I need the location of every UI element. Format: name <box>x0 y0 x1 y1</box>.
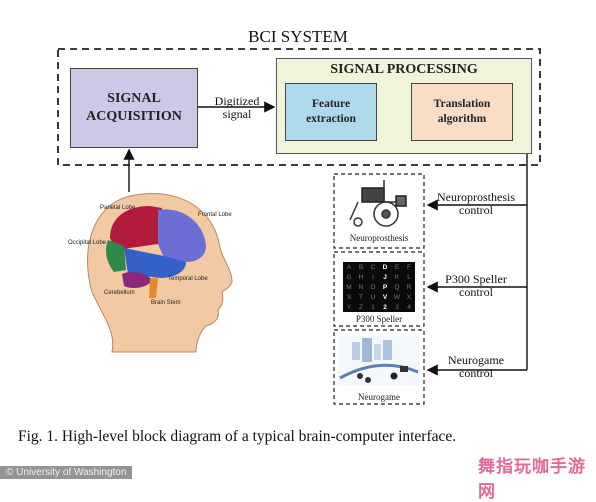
speller-cell: E <box>394 263 400 271</box>
neurogame-control-label: Neurogame control <box>424 353 528 381</box>
image-credit: © University of Washington <box>0 466 133 479</box>
translation-algorithm-line1: Translation <box>433 98 491 111</box>
speller-cell: D <box>382 263 388 271</box>
cerebellum-label: Cerebellum <box>104 290 135 296</box>
temporal-lobe-label: Temporal Lobe <box>168 276 208 282</box>
speller-cell: N <box>358 283 364 291</box>
digitized-signal-line2: signal <box>222 107 252 122</box>
frontal-lobe-label: Frontal Lobe <box>198 212 232 218</box>
speller-cell: R <box>406 283 412 291</box>
system-title: BCI SYSTEM <box>248 27 348 46</box>
speller-cell: Y <box>346 303 352 311</box>
brain-stem <box>149 278 158 298</box>
translation-algorithm-box: Translation algorithm <box>411 83 513 141</box>
wheelchair-icon <box>349 180 407 227</box>
speller-cell: K <box>394 273 400 281</box>
brain-stem-label: Brain Stem <box>151 300 181 306</box>
neuroprosthesis-control-line1: Neuroprosthesis <box>437 190 515 204</box>
speller-control-line2: control <box>459 285 493 300</box>
speller-cell: H <box>358 273 364 281</box>
digitized-signal-label: Digitized signal <box>204 94 270 122</box>
game-scene-icon <box>338 336 420 386</box>
neuroprosthesis-control-label: Neuroprosthesis control <box>424 190 528 218</box>
speller-cell: F <box>407 263 411 271</box>
figure-caption: Fig. 1. High-level block diagram of a ty… <box>18 428 457 445</box>
speller-cell: Z <box>359 303 363 311</box>
frontal-lobe <box>158 209 206 262</box>
digitized-signal-line1: Digitized <box>214 94 260 108</box>
human-head-illustration <box>87 192 233 353</box>
diagram-canvas <box>57 48 541 405</box>
speller-cell: C <box>370 263 376 271</box>
speller-cell: M <box>346 283 352 291</box>
neurogame-control-line1: Neurogame <box>448 353 504 367</box>
occipital-lobe <box>106 240 126 272</box>
feature-extraction-line1: Feature <box>311 98 351 111</box>
speller-cell: G <box>346 273 352 281</box>
occipital-lobe-label: Occipital Lobe <box>68 240 107 246</box>
speller-cell: O <box>370 283 376 291</box>
feature-extraction-line2: extraction <box>306 113 356 125</box>
speller-control-label: P300 Speller control <box>424 272 528 300</box>
speller-panel <box>333 251 425 327</box>
signal-acquisition-line2: ACQUISITION <box>86 109 182 124</box>
neuroprosthesis-panel <box>333 173 425 249</box>
speller-cell: X <box>406 293 412 301</box>
speller-cell: 4 <box>407 303 411 311</box>
speller-cell: T <box>359 293 363 301</box>
speller-cell: L <box>407 273 411 281</box>
parietal-lobe <box>110 206 162 250</box>
speller-cell: 1 <box>371 303 375 311</box>
parietal-lobe-label: Parietal Lobe <box>100 205 136 211</box>
signal-acquisition-box: SIGNAL ACQUISITION <box>70 68 198 148</box>
temporal-lobe <box>124 248 186 278</box>
speller-cell: S <box>346 293 352 301</box>
speller-cell: B <box>358 263 364 271</box>
speller-control-line1: P300 Speller <box>445 272 507 286</box>
speller-cell: Q <box>394 283 400 291</box>
bci-system-frame <box>57 48 541 166</box>
cerebellum <box>122 272 152 288</box>
speller-cell: I <box>372 273 374 281</box>
translation-algorithm-line2: algorithm <box>437 113 487 125</box>
site-watermark: 舞指玩咖手游网 <box>478 457 586 502</box>
signal-acquisition-line1: SIGNAL <box>107 90 161 106</box>
feature-extraction-box: Feature extraction <box>285 83 377 141</box>
neuroprosthesis-control-line2: control <box>459 203 493 218</box>
signal-processing-title: SIGNAL PROCESSING <box>330 62 478 77</box>
speller-cell: U <box>370 293 376 301</box>
speller-cell: 3 <box>395 303 399 311</box>
speller-cell: J <box>383 273 387 281</box>
speller-cell: A <box>346 263 352 271</box>
speller-cell: 2 <box>383 303 387 311</box>
speller-caption: P300 Speller <box>355 314 403 324</box>
neuroprosthesis-caption: Neuroprosthesis <box>349 233 409 243</box>
speller-cell: W <box>393 293 401 301</box>
speller-cell: V <box>382 293 388 301</box>
neurogame-panel <box>333 329 425 405</box>
neurogame-caption: Neurogame <box>358 392 400 402</box>
speller-cell: P <box>382 283 388 291</box>
neurogame-control-line2: control <box>459 366 493 381</box>
